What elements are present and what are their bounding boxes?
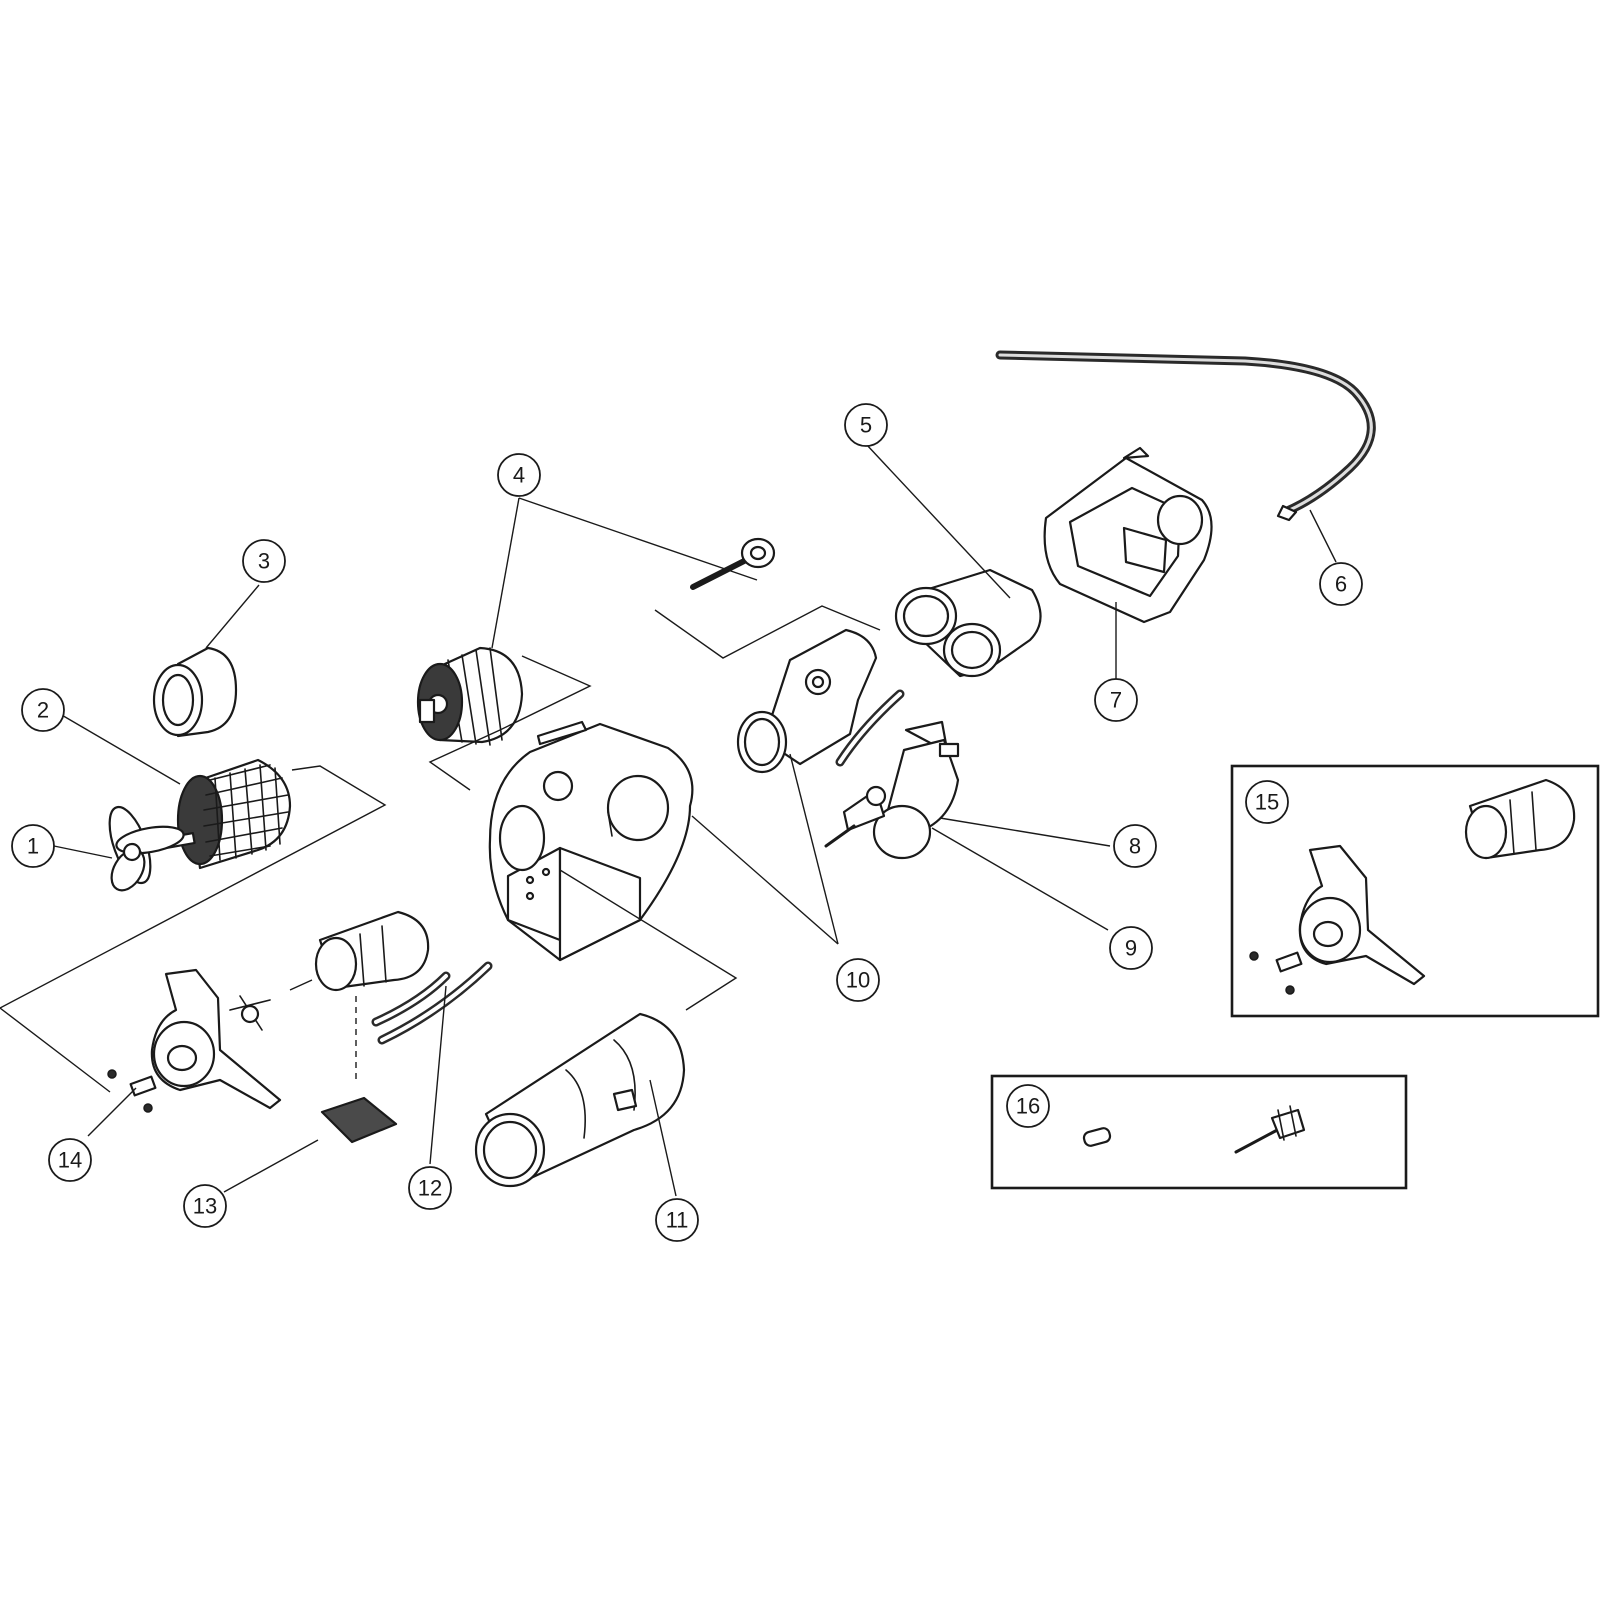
callout-11: 11 bbox=[655, 1198, 699, 1242]
callout-label-2: 2 bbox=[37, 698, 49, 723]
part-large-tube bbox=[474, 1012, 686, 1188]
part-tubes bbox=[371, 961, 493, 1045]
callout-label-14: 14 bbox=[58, 1148, 82, 1173]
callout-3: 3 bbox=[242, 539, 286, 583]
callout-2: 2 bbox=[21, 688, 65, 732]
callout-6: 6 bbox=[1319, 562, 1363, 606]
callout-16: 16 bbox=[1006, 1084, 1050, 1128]
part-motor-housing bbox=[314, 910, 430, 992]
callout-9: 9 bbox=[1109, 926, 1153, 970]
inset-box-16 bbox=[990, 1074, 1408, 1190]
assembly-line-bellows bbox=[428, 655, 592, 791]
part-motor-bracket bbox=[107, 968, 282, 1113]
callout-label-11: 11 bbox=[666, 1208, 689, 1233]
part-tee-fitting bbox=[736, 628, 878, 774]
callout-1: 1 bbox=[11, 824, 55, 868]
callout-label-13: 13 bbox=[193, 1194, 217, 1219]
callout-14: 14 bbox=[48, 1138, 92, 1182]
part-ring bbox=[152, 646, 238, 738]
callout-7: 7 bbox=[1094, 678, 1138, 722]
callout-label-16: 16 bbox=[1016, 1094, 1040, 1119]
callout-label-12: 12 bbox=[418, 1176, 442, 1201]
callout-12: 12 bbox=[408, 1166, 452, 1210]
part-replacement-kit-15 bbox=[1249, 778, 1576, 995]
callout-10: 10 bbox=[836, 958, 880, 1002]
part-screen bbox=[320, 1096, 398, 1144]
assembly-line-motor bbox=[289, 979, 313, 991]
callout-4: 4 bbox=[497, 453, 541, 497]
assembly-line-left bbox=[0, 765, 387, 1093]
part-hose bbox=[995, 350, 1376, 522]
callout-label-5: 5 bbox=[860, 413, 872, 438]
part-intake-cage bbox=[158, 758, 292, 870]
part-valve-body bbox=[824, 720, 960, 860]
callout-15: 15 bbox=[1245, 780, 1289, 824]
inset-box-15 bbox=[1230, 764, 1600, 1018]
part-valve-stem bbox=[690, 537, 776, 590]
part-propeller bbox=[108, 805, 185, 892]
callout-label-3: 3 bbox=[258, 549, 270, 574]
assembly-line-stem bbox=[654, 605, 881, 659]
callout-label-8: 8 bbox=[1129, 834, 1141, 859]
assembly-line-tube bbox=[559, 869, 738, 1011]
callout-label-4: 4 bbox=[513, 463, 525, 488]
leader-lines bbox=[53, 443, 1337, 1197]
callout-label-7: 7 bbox=[1110, 688, 1122, 713]
callout-13: 13 bbox=[183, 1184, 227, 1228]
callout-5: 5 bbox=[844, 403, 888, 447]
callout-label-1: 1 bbox=[27, 834, 39, 859]
part-twin-manifold bbox=[894, 568, 1042, 678]
callout-label-9: 9 bbox=[1125, 936, 1137, 961]
callout-8: 8 bbox=[1113, 824, 1157, 868]
part-bellows bbox=[416, 646, 524, 746]
part-main-housing bbox=[488, 720, 694, 962]
part-small-parts-16 bbox=[1082, 1105, 1306, 1154]
callout-label-6: 6 bbox=[1335, 572, 1347, 597]
callout-label-15: 15 bbox=[1255, 790, 1279, 815]
callout-label-10: 10 bbox=[846, 968, 870, 993]
part-cover-frame bbox=[1043, 446, 1213, 624]
